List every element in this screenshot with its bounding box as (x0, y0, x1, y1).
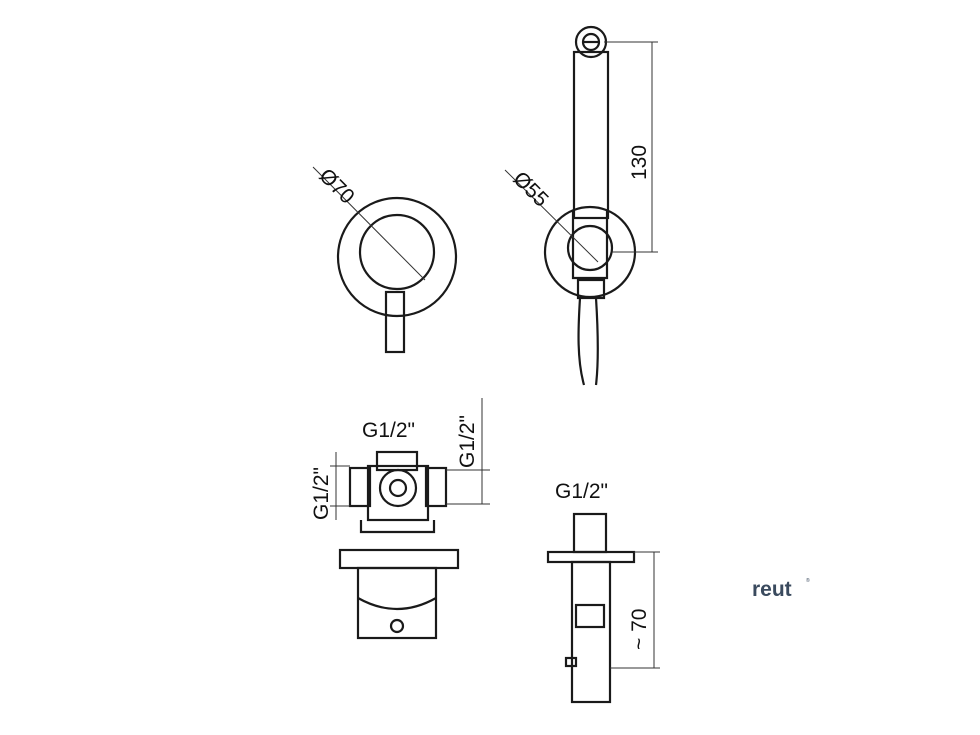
dimension-line-d70 (312, 166, 426, 281)
handshower-joint (566, 224, 614, 272)
dim-handshower-length: 130 (628, 145, 651, 180)
valve-center-outer (378, 468, 418, 508)
handshower-nozzle-inner (581, 32, 601, 52)
valve-top-inlet (375, 450, 419, 472)
brand-mark: ® (806, 577, 810, 584)
handshower-handle (572, 50, 610, 220)
brand-name: reut (752, 578, 792, 601)
side-connector-top (574, 603, 606, 629)
label-inlet-right: G1/2" (456, 415, 479, 468)
handshower-front-view: Ø55 130 (504, 25, 658, 386)
mixer-front-view: Ø70 (312, 164, 458, 354)
label-inlet-top: G1/2" (362, 419, 415, 442)
side-connector-bottom (564, 656, 578, 668)
dim-mixer-diameter: Ø70 (314, 164, 358, 208)
valve-housing-hole (389, 618, 405, 634)
side-outlet-pipe (572, 512, 608, 554)
mixer-lever-handle (384, 290, 406, 354)
mixer-valve-body: G1/2" G1/2" G1/2" (310, 398, 490, 640)
dim-handshower-diameter: Ø55 (508, 167, 552, 211)
brand-logo: reut ® (752, 577, 810, 601)
dim-side-depth: ~ 70 (628, 609, 651, 650)
side-view: G1/2" ~ 70 (546, 480, 660, 704)
label-inlet-left: G1/2" (310, 467, 333, 520)
hose (577, 297, 599, 386)
label-outlet-top: G1/2" (555, 480, 608, 503)
mixer-outer-plate (336, 196, 458, 318)
valve-main-block (366, 464, 430, 522)
valve-right-inlet (424, 466, 448, 508)
dimension-line-d55 (504, 169, 599, 263)
valve-lower-neck (359, 520, 436, 534)
valve-center-inner (388, 478, 408, 498)
handshower-holder-bracket (571, 210, 609, 280)
side-mounting-plate (546, 550, 636, 564)
valve-housing-curve (357, 597, 437, 611)
hose-connector (576, 278, 606, 300)
side-body (570, 560, 612, 704)
valve-mounting-plate (338, 548, 460, 570)
valve-housing (356, 566, 438, 640)
mixer-inner-body (358, 213, 436, 291)
valve-left-inlet (348, 466, 372, 508)
